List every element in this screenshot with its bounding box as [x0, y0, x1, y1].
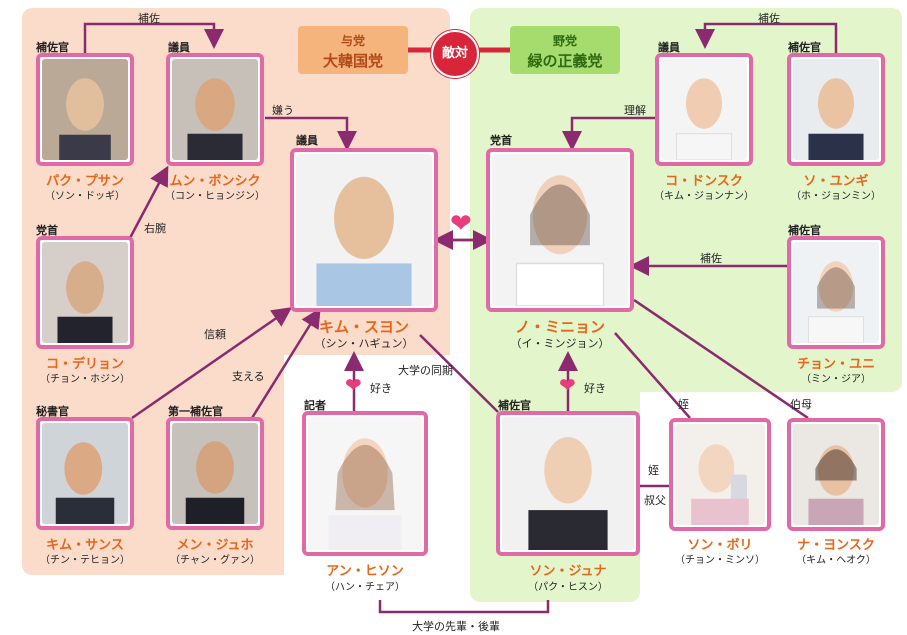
moon-role: 議員 — [168, 41, 190, 54]
an-hiseon-actor: （ハン・チェア） — [325, 582, 405, 593]
label-an-son: 大学の先輩・後輩 — [412, 620, 500, 633]
ko-dongsuk-role: 議員 — [658, 41, 680, 54]
men-juho-portrait — [166, 417, 264, 530]
ko-daeryun-role: 党首 — [36, 224, 58, 237]
an-hiseon-portrait — [302, 411, 428, 556]
son-juna-portrait — [496, 411, 640, 556]
label-ko-moon: 右腕 — [144, 222, 166, 235]
no-minyeon-role: 党首 — [490, 134, 512, 147]
no-minyeon-portrait — [486, 148, 634, 312]
no-minyeon-name: ノ・ミニョン — [514, 318, 605, 336]
men-juho-actor: （チャン・グァン） — [170, 555, 260, 566]
opposition-party-name: 緑の正義党 — [527, 52, 603, 70]
ruling-party-name: 大韓国党 — [322, 52, 383, 70]
jeong-yuni-name: チョン・ユニ — [796, 357, 875, 372]
na-yeonsuk-name: ナ・ヨンスク — [797, 538, 875, 553]
hostility-badge: 敵対 — [431, 30, 479, 78]
kim-suyeon-role: 議員 — [296, 134, 318, 147]
jeong-yuni-actor: （ミン・ジア） — [801, 374, 871, 385]
label-so-ko: 補佐 — [758, 12, 780, 25]
park-role: 補佐官 — [36, 41, 69, 54]
son-bori-name: ソン・ボリ — [687, 538, 753, 553]
label-na-no: 伯母 — [790, 398, 812, 411]
label-sangsu-kim: 信頼 — [204, 328, 226, 341]
men-juho-role: 第一補佐官 — [168, 405, 223, 418]
kim-sangsu-name: キム・サンス — [46, 538, 124, 553]
park-name: パク・プサン — [46, 174, 124, 189]
kim-suyeon-actor: （シン・ハギュン） — [314, 337, 414, 350]
ruling-party-label: 与党 — [340, 34, 365, 48]
kim-suyeon-portrait — [290, 148, 438, 312]
an-hiseon-role: 記者 — [304, 399, 326, 412]
kim-suyeon-name: キム・スヨン — [318, 318, 409, 336]
jeong-yuni-portrait — [787, 236, 885, 349]
moon-name: ムン・ボンシク — [169, 174, 261, 189]
label-son-bori-niece: 姪 — [648, 464, 659, 477]
son-juna-actor: （パク・ヒスン） — [528, 582, 608, 593]
so-yungi-actor: （ホ・ジョンミン） — [791, 191, 881, 202]
label-ko-no: 理解 — [624, 104, 646, 117]
no-minyeon-actor: （イ・ミンジョン） — [510, 337, 610, 350]
so-yungi-name: ソ・ユンギ — [803, 174, 869, 189]
na-yeonsuk-portrait — [787, 418, 885, 531]
ko-daeryun-name: コ・デリョン — [45, 357, 124, 372]
label-an-kim: 好き — [370, 382, 392, 395]
an-hiseon-name: アン・ヒソン — [326, 564, 404, 579]
label-park-moon: 補佐 — [138, 12, 160, 25]
son-bori-actor: （チョン・ミンソ） — [675, 555, 765, 566]
label-son-no: 好き — [584, 382, 606, 395]
label-men-kim: 支える — [232, 370, 265, 383]
so-yungi-role: 補佐官 — [788, 41, 821, 54]
park-portrait — [36, 53, 134, 166]
jeong-yuni-role: 補佐官 — [788, 224, 821, 237]
so-yungi-portrait — [787, 53, 885, 166]
kim-sangsu-portrait — [36, 417, 134, 530]
opposition-party-box: 野党 緑の正義党 — [510, 26, 620, 74]
men-juho-name: メン・ジュホ — [176, 538, 254, 553]
moon-actor: （コン・ヒョンジン） — [165, 191, 265, 202]
ko-daeryun-portrait — [36, 236, 134, 349]
label-son-bori-uncle: 叔父 — [644, 494, 666, 507]
heart-icon-son-no: ❤ — [559, 373, 576, 397]
ko-dongsuk-actor: （キム・ジョンナン） — [654, 191, 754, 202]
son-juna-name: ソン・ジュナ — [529, 564, 607, 579]
label-bori-no: 姪 — [678, 398, 689, 411]
heart-icon-an-kim: ❤ — [345, 373, 362, 397]
ko-dongsuk-portrait — [655, 53, 753, 166]
moon-portrait — [166, 53, 264, 166]
label-moon-kim: 嫌う — [272, 104, 294, 117]
son-juna-role: 補佐官 — [498, 399, 531, 412]
heart-icon-kim-no: ❤ — [450, 209, 472, 239]
opposition-party-label: 野党 — [552, 34, 577, 48]
kim-sangsu-role: 秘書官 — [36, 405, 69, 418]
park-actor: （ソン・ドッギ） — [45, 191, 125, 202]
label-jeong-no: 補佐 — [700, 252, 722, 265]
ko-dongsuk-name: コ・ドンスク — [665, 174, 743, 189]
kim-sangsu-actor: （チン・テヒョン） — [40, 555, 130, 566]
na-yeonsuk-actor: （キム・ヘオク） — [796, 555, 876, 566]
ruling-party-box: 与党 大韓国党 — [298, 26, 408, 74]
ko-daeryun-actor: （チョン・ホジン） — [40, 374, 130, 385]
son-bori-portrait — [669, 418, 771, 531]
label-kim-son: 大学の同期 — [398, 364, 453, 377]
